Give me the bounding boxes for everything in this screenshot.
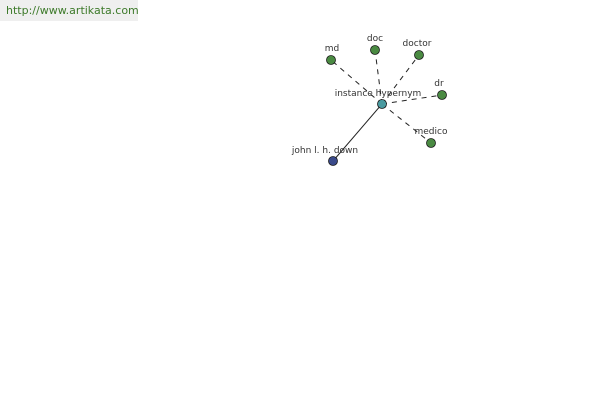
node-label-john[interactable]: john l. h. down: [291, 146, 358, 156]
node-john[interactable]: [328, 156, 338, 166]
edge-dr: [381, 94, 443, 105]
node-doctor[interactable]: [414, 50, 424, 60]
node-center[interactable]: [377, 99, 387, 109]
node-label-md[interactable]: md: [325, 44, 339, 54]
node-label-dr[interactable]: dr: [434, 79, 444, 89]
node-label-doc[interactable]: doc: [367, 34, 383, 44]
node-doc[interactable]: [370, 45, 380, 55]
site-url[interactable]: http://www.artikata.com: [0, 0, 139, 21]
node-label-medico[interactable]: medico: [415, 127, 448, 137]
graph-nodes: md doc doctor dr medico john l. h. down instan…: [291, 34, 448, 166]
node-label-doctor[interactable]: doctor: [403, 39, 432, 49]
node-medico[interactable]: [426, 138, 436, 148]
edge-md: [330, 59, 383, 105]
graph-edges: [330, 49, 443, 162]
node-label-center[interactable]: instance hypernym: [335, 89, 422, 99]
edge-doctor: [381, 54, 420, 105]
edge-medico: [381, 103, 432, 144]
node-dr[interactable]: [437, 90, 447, 100]
edge-john: [332, 103, 383, 162]
node-md[interactable]: [326, 55, 336, 65]
